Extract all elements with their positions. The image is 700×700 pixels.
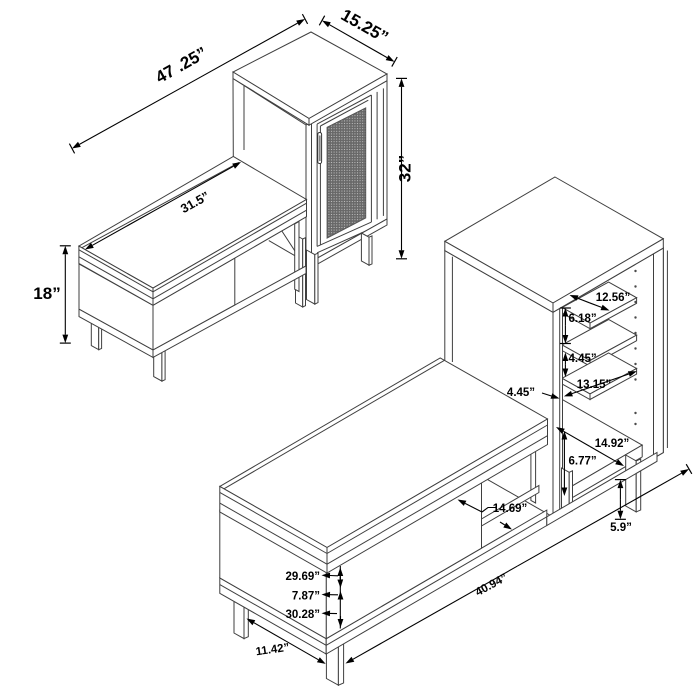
- svg-text:11.42”: 11.42”: [255, 642, 290, 659]
- svg-text:12.56”: 12.56”: [596, 292, 631, 304]
- svg-text:4.45”: 4.45”: [507, 387, 535, 399]
- svg-text:5.9”: 5.9”: [610, 522, 632, 534]
- svg-text:6.18”: 6.18”: [569, 313, 597, 325]
- svg-text:13.15”: 13.15”: [577, 379, 612, 391]
- svg-text:30.28”: 30.28”: [285, 609, 320, 621]
- svg-text:14.92”: 14.92”: [595, 438, 630, 450]
- svg-text:14.69”: 14.69”: [493, 503, 528, 515]
- svg-text:18”: 18”: [33, 284, 60, 303]
- svg-text:4.45”: 4.45”: [569, 353, 597, 365]
- svg-text:32”: 32”: [396, 155, 415, 182]
- svg-text:29.69”: 29.69”: [285, 571, 320, 583]
- svg-text:6.77”: 6.77”: [569, 456, 597, 468]
- svg-text:7.87”: 7.87”: [292, 591, 320, 603]
